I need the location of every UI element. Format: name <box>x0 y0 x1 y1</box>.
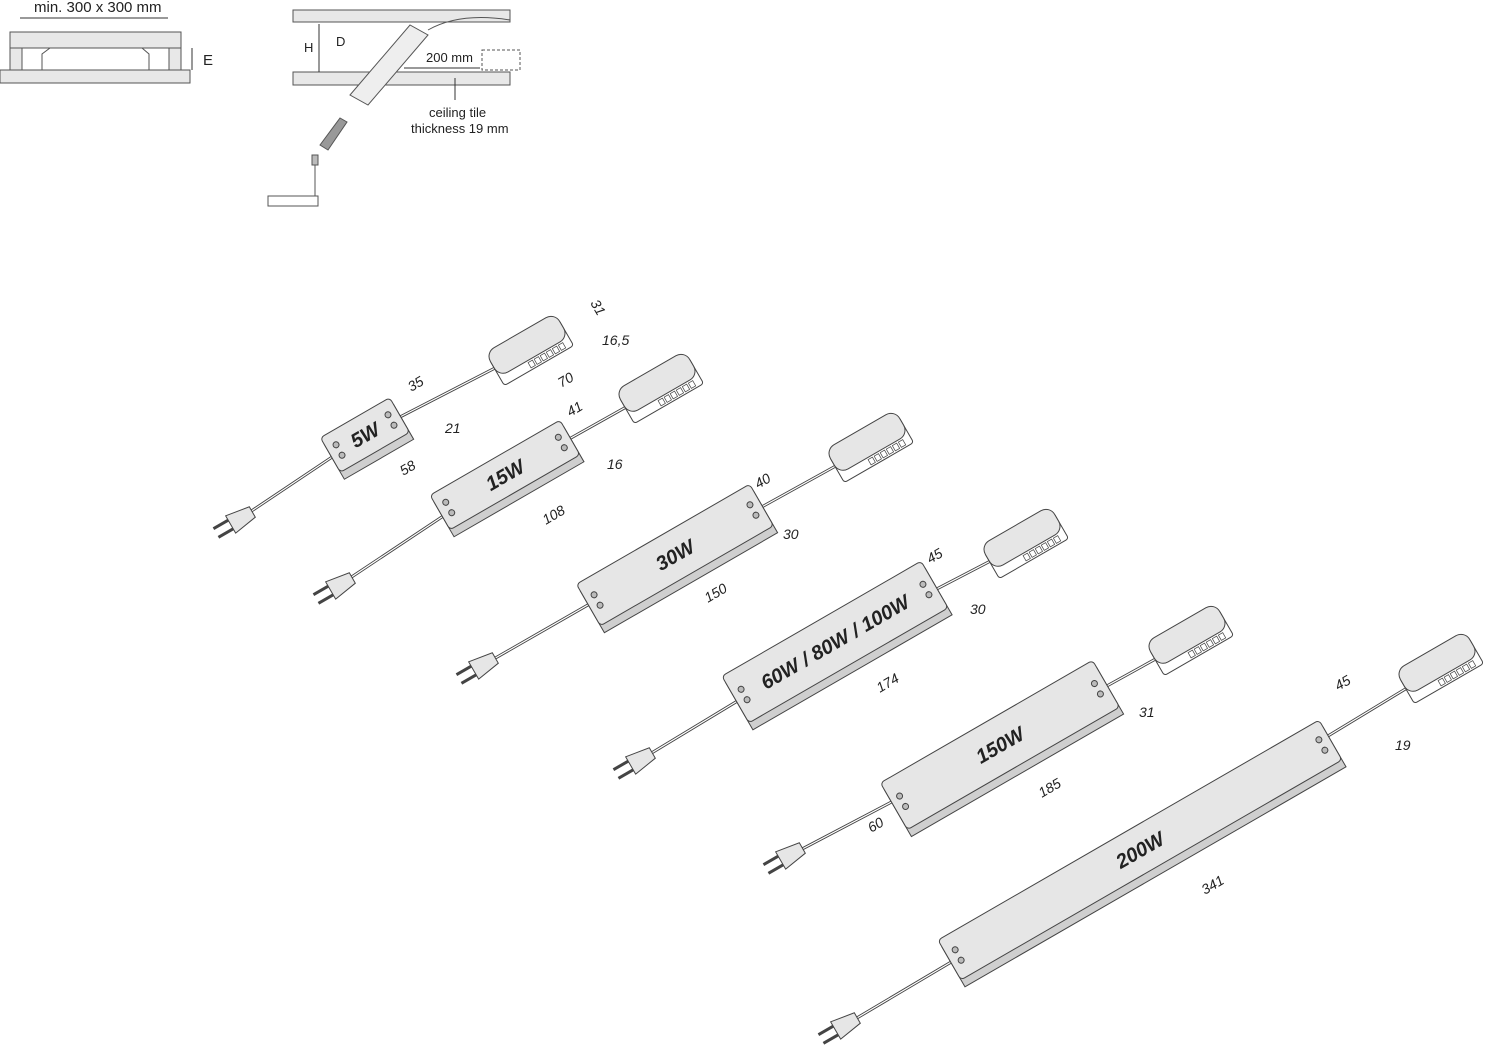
distributor-box <box>828 412 914 482</box>
screw-icon <box>743 696 751 704</box>
screw-icon <box>902 802 910 810</box>
height-dimension: 30 <box>783 526 799 542</box>
screw-icon <box>925 591 933 599</box>
distributor-box <box>983 508 1069 578</box>
euro-plug-icon <box>212 506 256 539</box>
h-label: H <box>304 40 313 55</box>
length-dimension: 58 <box>397 457 419 479</box>
length-dimension: 185 <box>1035 775 1063 801</box>
screw-icon <box>957 956 965 964</box>
offset-dimension: 45 <box>1332 672 1354 694</box>
detail-recess <box>0 17 193 84</box>
d-label: D <box>336 34 345 49</box>
distributor-box <box>1398 633 1484 703</box>
distributor-height: 16,5 <box>602 332 629 348</box>
height-dimension: 16 <box>607 456 623 472</box>
screw-icon <box>746 501 754 509</box>
screw-icon <box>1315 736 1323 744</box>
screw-icon <box>554 433 562 441</box>
offset-dimension: 41 <box>564 398 585 420</box>
screw-icon <box>596 601 604 609</box>
distance-label: 200 mm <box>426 50 473 65</box>
length-dimension: 108 <box>539 502 567 528</box>
length-dimension: 150 <box>701 580 729 606</box>
length-dimension: 174 <box>873 670 901 696</box>
offset-dimension: 45 <box>924 545 946 567</box>
driver-body <box>321 398 415 480</box>
euro-plug-icon <box>455 652 499 685</box>
distributor-width: 31 <box>587 297 609 318</box>
euro-plug-icon <box>817 1012 861 1045</box>
detail-ceiling <box>267 9 521 207</box>
driver-body <box>722 562 953 731</box>
screw-icon <box>1090 680 1098 688</box>
screw-icon <box>448 509 456 517</box>
tile-note-line2: thickness 19 mm <box>411 121 509 136</box>
screw-icon <box>590 591 598 599</box>
offset-dimension: 40 <box>752 470 774 492</box>
screw-icon <box>390 421 398 429</box>
driver-body <box>431 421 585 538</box>
screw-icon <box>896 792 904 800</box>
offset-dimension: 60 <box>865 814 887 836</box>
offset-dimension: 35 <box>405 373 427 395</box>
screw-icon <box>1096 690 1104 698</box>
distributor-box <box>1148 605 1234 675</box>
e-label: E <box>203 52 213 69</box>
distributor-length: 70 <box>555 369 577 391</box>
euro-plug-icon <box>312 572 356 605</box>
height-dimension: 30 <box>970 601 986 617</box>
screw-icon <box>338 451 346 459</box>
distributor-box <box>618 353 704 423</box>
screw-icon <box>560 444 568 452</box>
screw-icon <box>752 511 760 519</box>
distributor-box <box>488 315 574 385</box>
screw-icon <box>442 498 450 506</box>
screw-icon <box>384 411 392 419</box>
screw-icon <box>951 946 959 954</box>
driver-body <box>881 661 1125 838</box>
length-dimension: 341 <box>1198 872 1226 898</box>
euro-plug-icon <box>612 747 656 780</box>
tile-note-line1: ceiling tile <box>429 105 486 120</box>
height-dimension: 31 <box>1139 704 1155 720</box>
euro-plug-icon <box>762 842 806 875</box>
driver-body <box>577 485 779 634</box>
height-dimension: 21 <box>444 420 461 436</box>
screw-icon <box>737 685 745 693</box>
span-label: min. 300 x 300 mm <box>34 0 162 16</box>
driver-body <box>938 721 1347 988</box>
screw-icon <box>1321 746 1329 754</box>
height-dimension: 19 <box>1395 737 1411 753</box>
screw-icon <box>919 580 927 588</box>
screw-icon <box>332 441 340 449</box>
